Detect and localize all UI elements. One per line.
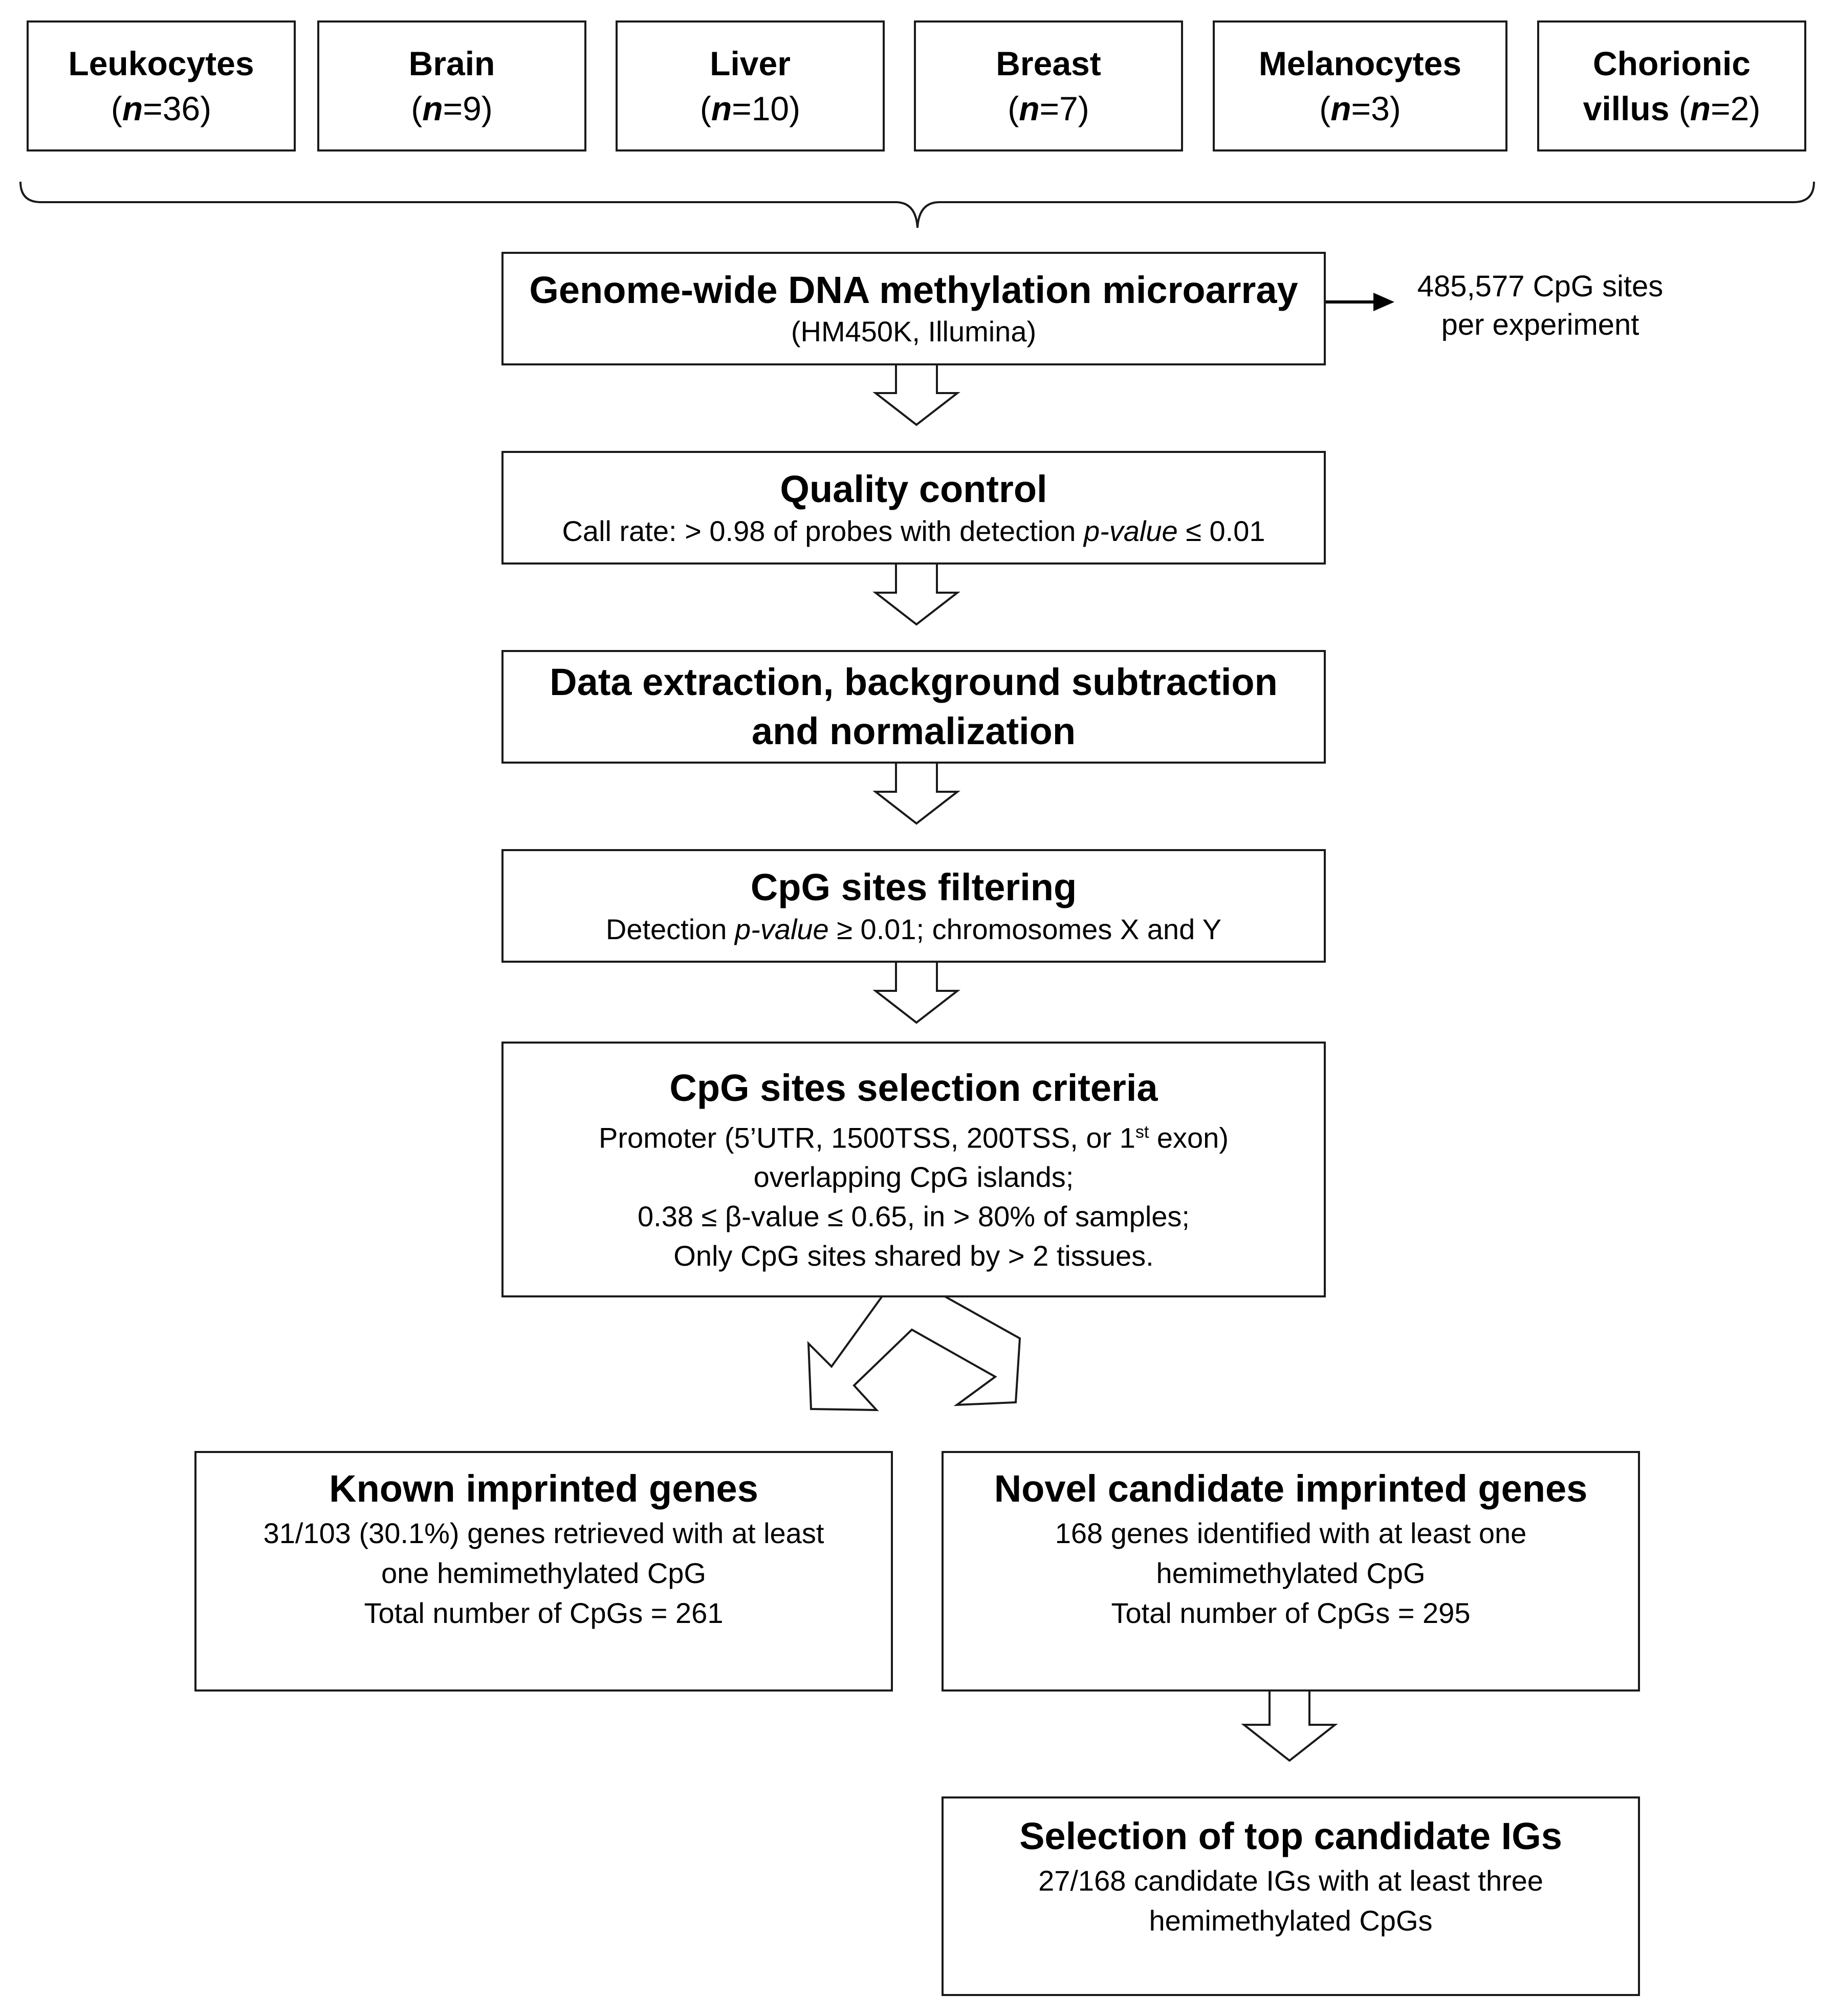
extraction-line2: and normalization — [751, 710, 1076, 752]
down-arrow-1 — [872, 363, 960, 426]
selection-line3: 0.38 ≤ β-value ≤ 0.65, in > 80% of sampl… — [638, 1200, 1190, 1233]
microarray-box: Genome-wide DNA methylation microarray (… — [501, 252, 1326, 365]
known-title: Known imprinted genes — [329, 1467, 758, 1510]
down-arrow-3 — [872, 761, 960, 825]
merge-brace — [19, 181, 1815, 228]
extraction-box: Data extraction, background subtraction … — [501, 650, 1326, 764]
top-line1: 27/168 candidate IGs with at least three — [1038, 1865, 1543, 1897]
filtering-box: CpG sites filtering Detection p-value ≥ … — [501, 849, 1326, 963]
novel-line2: hemimethylated CpG — [1156, 1557, 1426, 1589]
known-line1: 31/103 (30.1%) genes retrieved with at l… — [263, 1517, 824, 1549]
known-line3: Total number of CpGs = 261 — [364, 1597, 724, 1629]
tissue-box-melanocytes: Melanocytes (n=3) — [1213, 20, 1507, 151]
tissue-name: Breast — [996, 45, 1101, 82]
down-arrow-2 — [872, 562, 960, 626]
microarray-subtitle: (HM450K, Illumina) — [791, 315, 1037, 348]
quality-control-box: Quality control Call rate: > 0.98 of pro… — [501, 451, 1326, 565]
selection-criteria-box: CpG sites selection criteria Promoter (5… — [501, 1042, 1326, 1297]
novel-line1: 168 genes identified with at least one — [1055, 1517, 1527, 1549]
tissue-name: Liver — [710, 45, 791, 82]
tissue-name: Melanocytes — [1258, 45, 1462, 82]
tissue-count: (n=10) — [699, 90, 801, 127]
sites-note: 485,577 CpG sites per experiment — [1387, 267, 1694, 344]
top-title: Selection of top candidate IGs — [1019, 1815, 1562, 1857]
filtering-text: Detection p-value ≥ 0.01; chromosomes X … — [605, 913, 1222, 945]
filtering-title: CpG sites filtering — [750, 866, 1077, 908]
tissue-count: (n=3) — [1319, 90, 1401, 127]
top-candidates-box: Selection of top candidate IGs 27/168 ca… — [942, 1796, 1640, 1996]
extraction-line1: Data extraction, background subtraction — [550, 661, 1278, 703]
tissue-name: Brain — [408, 45, 495, 82]
selection-line4: Only CpG sites shared by > 2 tissues. — [673, 1240, 1154, 1272]
novel-candidate-box: Novel candidate imprinted genes 168 gene… — [942, 1451, 1640, 1692]
sites-note-line1: 485,577 CpG sites — [1417, 270, 1664, 303]
novel-title: Novel candidate imprinted genes — [994, 1467, 1588, 1510]
selection-line1: Promoter (5’UTR, 1500TSS, 200TSS, or 1st… — [599, 1121, 1229, 1154]
tissue-box-chorionic-villus: Chorionic villus (n=2) — [1537, 20, 1806, 151]
tissue-count: (n=9) — [411, 90, 493, 127]
tissue-count: (n=36) — [111, 90, 212, 127]
tissue-count: villus (n=2) — [1583, 90, 1761, 127]
tissue-box-brain: Brain (n=9) — [317, 20, 586, 151]
known-imprinted-box: Known imprinted genes 31/103 (30.1%) gen… — [194, 1451, 893, 1692]
known-line2: one hemimethylated CpG — [381, 1557, 706, 1589]
qc-text: Call rate: > 0.98 of probes with detecti… — [562, 515, 1265, 547]
tissue-name: Chorionic — [1593, 45, 1751, 82]
top-line2: hemimethylated CpGs — [1149, 1904, 1433, 1937]
tissue-name: Leukocytes — [68, 45, 254, 82]
sites-note-line2: per experiment — [1441, 308, 1639, 341]
side-arrow-head — [1373, 293, 1394, 311]
tissue-box-breast: Breast (n=7) — [914, 20, 1183, 151]
selection-line2: overlapping CpG islands; — [753, 1161, 1074, 1194]
novel-line3: Total number of CpGs = 295 — [1111, 1597, 1471, 1629]
down-arrow-5 — [1241, 1688, 1338, 1762]
selection-title: CpG sites selection criteria — [669, 1066, 1158, 1109]
split-arrow — [807, 1294, 1021, 1412]
microarray-title: Genome-wide DNA methylation microarray — [529, 269, 1298, 311]
tissue-count: (n=7) — [1008, 90, 1089, 127]
tissue-box-liver: Liver (n=10) — [616, 20, 885, 151]
tissue-box-leukocytes: Leukocytes (n=36) — [27, 20, 296, 151]
down-arrow-4 — [872, 960, 960, 1024]
qc-title: Quality control — [780, 468, 1047, 510]
